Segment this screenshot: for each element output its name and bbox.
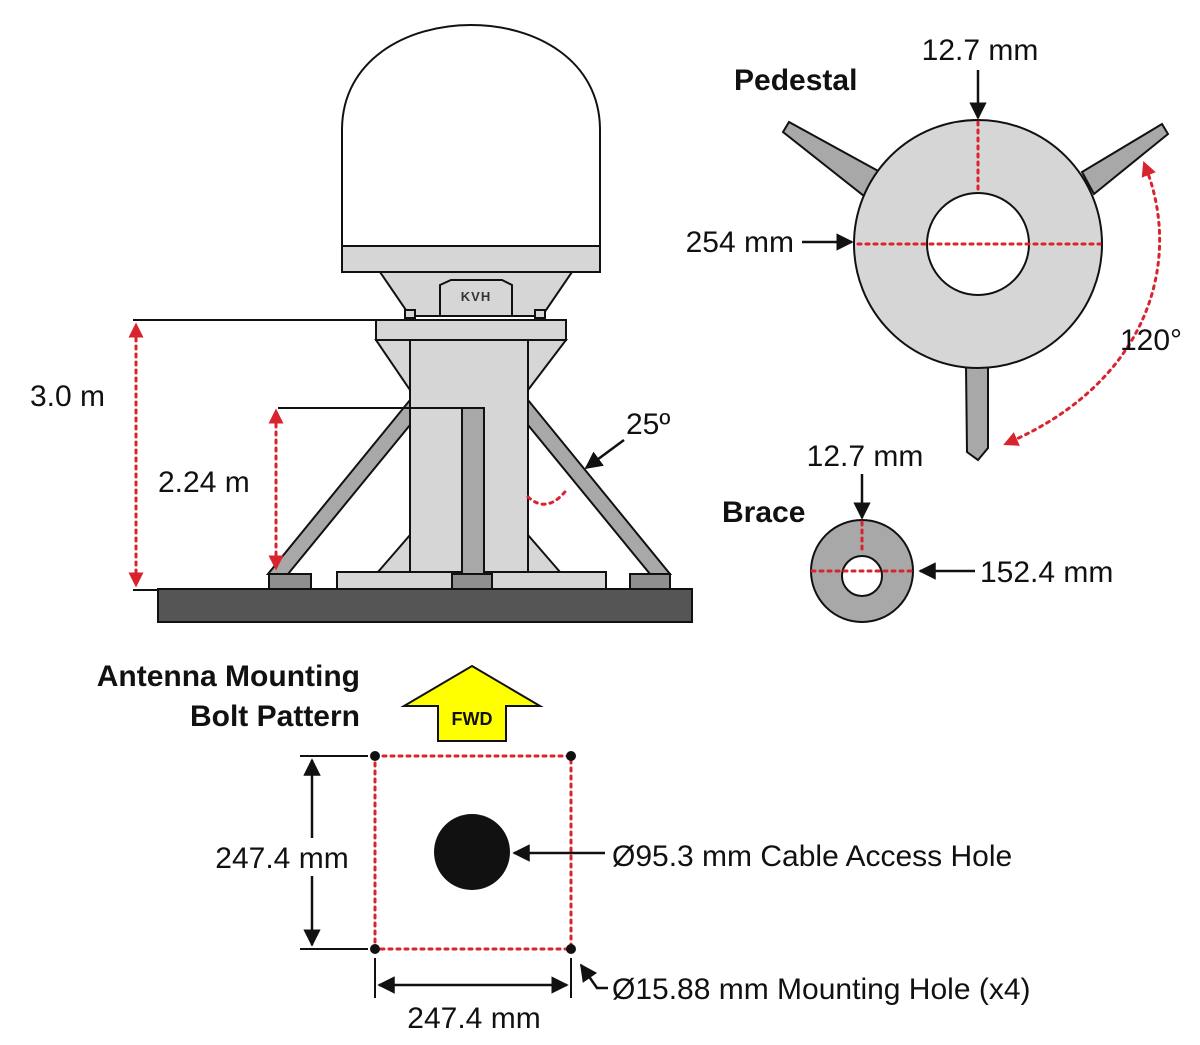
brace-angle-arc bbox=[526, 486, 570, 506]
upper-gusset-left bbox=[374, 339, 411, 394]
diagonal-brace-right bbox=[527, 397, 673, 575]
leg-angle-label: 120° bbox=[1120, 324, 1182, 357]
pedestal-leg-left bbox=[781, 120, 882, 198]
pedestal-diameter-label: 254 mm bbox=[686, 226, 794, 259]
mounting-hole-bottom-right bbox=[566, 944, 576, 954]
brace-foot-left bbox=[268, 573, 312, 590]
brace-angle-label: 25º bbox=[626, 408, 670, 441]
pattern-height-label: 247.4 mm bbox=[215, 842, 348, 875]
brace-title: Brace bbox=[722, 496, 805, 529]
radome-mount-tab-right bbox=[534, 309, 546, 319]
radome-connector-box bbox=[439, 279, 513, 317]
pedestal-section: Pedestal 12.7 mm 254 mm 120° bbox=[686, 34, 1182, 462]
fwd-label: FWD bbox=[452, 709, 493, 729]
height-label: 3.0 m bbox=[30, 380, 105, 413]
bolt-pattern-title-line2: Bolt Pattern bbox=[190, 700, 360, 733]
diagonal-brace-left bbox=[265, 397, 411, 575]
cable-hole-label: Ø95.3 mm Cable Access Hole bbox=[612, 840, 1012, 873]
mounting-hole-top-right bbox=[566, 751, 576, 761]
mounting-hole-bottom-left bbox=[370, 944, 380, 954]
brace-diameter-label: 152.4 mm bbox=[980, 556, 1113, 589]
bolt-pattern-title-line1: Antenna Mounting bbox=[97, 660, 360, 693]
pattern-width-label: 247.4 mm bbox=[407, 1002, 540, 1035]
brace-foot-center bbox=[451, 573, 493, 590]
brace-bore bbox=[841, 555, 883, 597]
leg-angle-arc bbox=[1003, 161, 1162, 446]
radome-dome bbox=[341, 24, 601, 247]
mounting-hole-label: Ø15.88 mm Mounting Hole (x4) bbox=[612, 973, 1031, 1006]
bolt-pattern-section: Antenna Mounting Bolt Pattern FWD 247.4 … bbox=[97, 660, 1031, 1035]
brace-thickness-label: 12.7 mm bbox=[807, 440, 924, 473]
fwd-arrow bbox=[400, 664, 544, 742]
kvh-logo: KVH bbox=[461, 289, 491, 304]
deck-base-plate bbox=[157, 588, 693, 623]
pedestal-top-plate bbox=[375, 319, 567, 341]
antenna-elevation-view: KVH 3.0 m 2.24 m 25º bbox=[30, 24, 693, 623]
pedestal-leg-right bbox=[1080, 122, 1170, 196]
brace-section: Brace 12.7 mm 152.4 mm bbox=[722, 440, 1113, 623]
antenna-radome: KVH bbox=[341, 24, 601, 319]
lower-gusset-left bbox=[375, 532, 411, 573]
vertical-brace-center bbox=[461, 407, 485, 575]
mounting-hole-callout-arrow bbox=[579, 963, 608, 990]
lower-gusset-right bbox=[527, 532, 563, 573]
cable-access-hole bbox=[434, 814, 510, 890]
brace-foot-right bbox=[629, 573, 671, 590]
upper-gusset-right bbox=[527, 339, 569, 393]
radome-mount-tab-left bbox=[404, 309, 416, 319]
mounting-hole-top-left bbox=[370, 751, 380, 761]
pedestal-thickness-label: 12.7 mm bbox=[922, 34, 1039, 67]
brace-height-label: 2.24 m bbox=[158, 466, 250, 499]
pedestal-leg-bottom bbox=[964, 365, 989, 462]
angle-pointer-arrow bbox=[584, 438, 625, 470]
pedestal-title: Pedestal bbox=[734, 64, 857, 97]
